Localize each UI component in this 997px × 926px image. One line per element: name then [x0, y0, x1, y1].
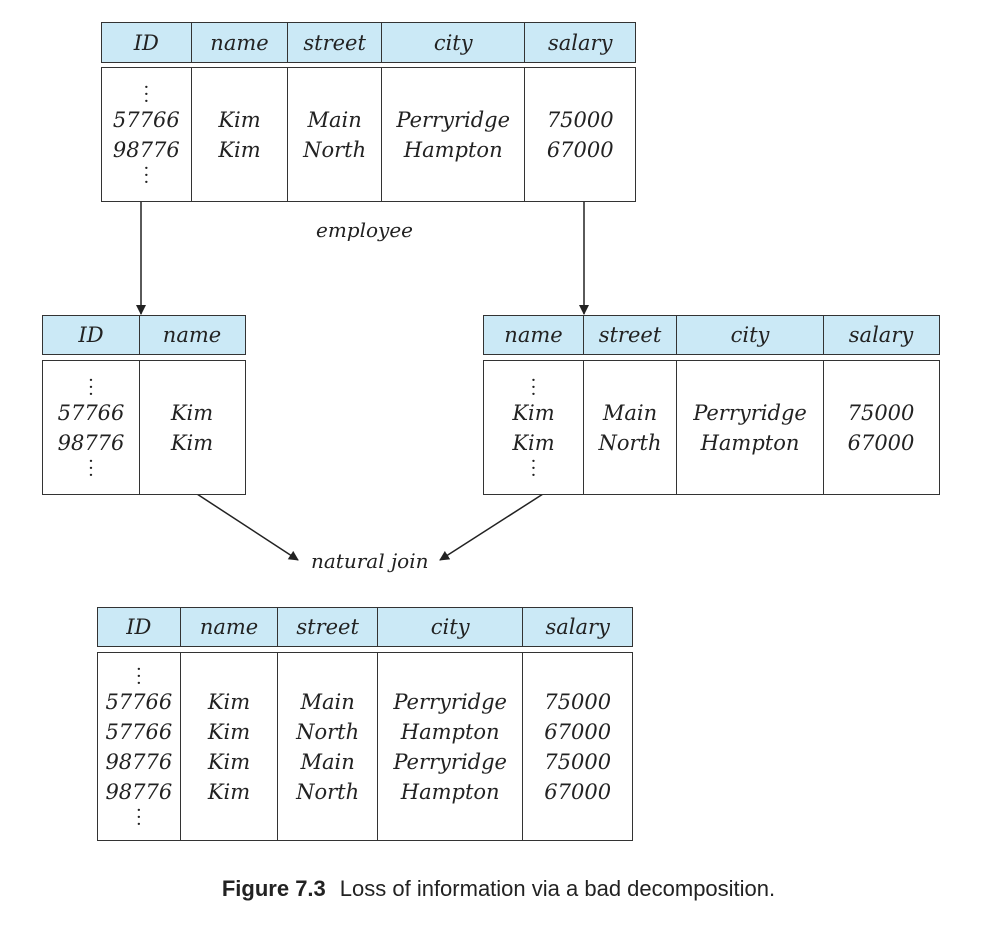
column-header-id: ID	[43, 316, 140, 354]
column-name: Kim Kim	[140, 361, 244, 494]
column-salary: 75000 67000 75000 67000	[523, 653, 632, 840]
right-projection-header: name street city salary	[483, 315, 940, 355]
cell: Perryridge	[393, 689, 507, 714]
column-header-salary: salary	[545, 615, 610, 639]
cell: 57766	[112, 107, 180, 132]
column-id: ··· 57766 57766 98776 98776 ···	[98, 653, 181, 840]
column-id: ··· 57766 98776 ···	[102, 68, 192, 201]
joined-header: ID name street city salary	[97, 607, 633, 647]
cell: 67000	[546, 137, 614, 162]
cell: Hampton	[403, 137, 503, 162]
column-id: ··· 57766 98776 ···	[43, 361, 140, 494]
column-header-city: city	[677, 316, 824, 354]
column-street: Main North	[288, 68, 382, 201]
cell: North	[296, 719, 360, 744]
arrow-right-to-join	[439, 493, 544, 561]
column-header-street: street	[288, 23, 382, 62]
cell: Kim	[207, 749, 251, 774]
cell: North	[598, 430, 662, 455]
column-name: Kim Kim	[192, 68, 289, 201]
cell: 67000	[544, 719, 612, 744]
column-city: Perryridge Hampton	[677, 361, 824, 494]
column-header-name: name	[162, 323, 222, 347]
cell: Main	[300, 749, 355, 774]
employee-body: ··· 57766 98776 ··· Kim Kim Main North P…	[101, 67, 636, 202]
cell: North	[303, 137, 367, 162]
cell: 98776	[57, 430, 125, 455]
column-header-id: ID	[102, 23, 192, 62]
cell: 57766	[57, 400, 125, 425]
cell: 75000	[544, 689, 612, 714]
ellipsis: ···	[143, 76, 150, 112]
cell: 57766	[105, 689, 173, 714]
column-header-salary: salary	[548, 30, 613, 55]
column-name: Kim Kim Kim Kim	[181, 653, 279, 840]
cell: Kim	[207, 779, 251, 804]
cell: Kim	[512, 430, 555, 455]
column-header-id: ID	[98, 608, 181, 646]
column-header-name: name	[484, 316, 584, 354]
cell: 75000	[544, 749, 612, 774]
employee-header: ID name street city salary	[101, 22, 636, 63]
figure-caption-text: Loss of information via a bad decomposit…	[339, 876, 776, 901]
column-city: Perryridge Hampton Perryridge Hampton	[378, 653, 524, 840]
ellipsis: ···	[88, 369, 94, 405]
figure-number: Figure 7.3	[221, 876, 326, 901]
joined-body: ··· 57766 57766 98776 98776 ··· Kim Kim …	[97, 652, 633, 841]
ellipsis: ···	[135, 658, 142, 694]
column-header-name: name	[181, 608, 279, 646]
column-street: Main North Main North	[278, 653, 378, 840]
cell: Perryridge	[393, 749, 507, 774]
cell: Main	[602, 400, 658, 425]
arrow-left-to-join	[196, 493, 299, 561]
cell: 67000	[847, 430, 915, 455]
left-projection-body: ··· 57766 98776 ··· Kim Kim	[42, 360, 246, 495]
cell: Kim	[170, 430, 214, 455]
cell: Main	[307, 107, 362, 132]
column-salary: 75000 67000	[525, 68, 635, 201]
cell: 98776	[105, 749, 173, 774]
cell: Hampton	[700, 430, 800, 455]
cell: Hampton	[400, 779, 500, 804]
column-salary: 75000 67000	[824, 361, 938, 494]
cell: Main	[300, 689, 355, 714]
cell: 75000	[546, 107, 614, 132]
ellipsis: ···	[135, 799, 142, 835]
figure-caption: Figure 7.3 Loss of information via a bad …	[0, 876, 997, 902]
column-header-street: street	[584, 316, 677, 354]
column-header-street: street	[278, 608, 378, 646]
column-header-city: city	[382, 23, 526, 62]
cell: Hampton	[400, 719, 500, 744]
natural-join-label: natural join	[311, 549, 429, 573]
column-header-salary: salary	[848, 323, 914, 347]
column-name: ··· Kim Kim ···	[484, 361, 584, 494]
cell: 98776	[112, 137, 180, 162]
column-city: Perryridge Hampton	[382, 68, 526, 201]
ellipsis: ···	[530, 450, 537, 486]
cell: North	[296, 779, 360, 804]
column-street: Main North	[584, 361, 677, 494]
cell: Perryridge	[693, 400, 807, 425]
cell: 98776	[105, 779, 173, 804]
cell: 57766	[105, 719, 173, 744]
cell: Kim	[218, 137, 261, 162]
cell: 67000	[544, 779, 612, 804]
cell: Kim	[218, 107, 261, 132]
cell: 75000	[847, 400, 915, 425]
ellipsis: ···	[143, 157, 150, 193]
cell: Kim	[207, 689, 251, 714]
right-projection-body: ··· Kim Kim ··· Main North Perryridge Ha…	[483, 360, 940, 495]
cell: Kim	[512, 400, 555, 425]
ellipsis: ···	[530, 369, 537, 405]
cell: Kim	[207, 719, 251, 744]
ellipsis: ···	[88, 450, 94, 486]
cell: Kim	[170, 400, 214, 425]
employee-label: employee	[316, 218, 414, 242]
column-header-city: city	[378, 608, 524, 646]
column-header-name: name	[192, 23, 289, 62]
cell: Perryridge	[396, 107, 511, 132]
left-projection-header: ID name	[42, 315, 246, 355]
